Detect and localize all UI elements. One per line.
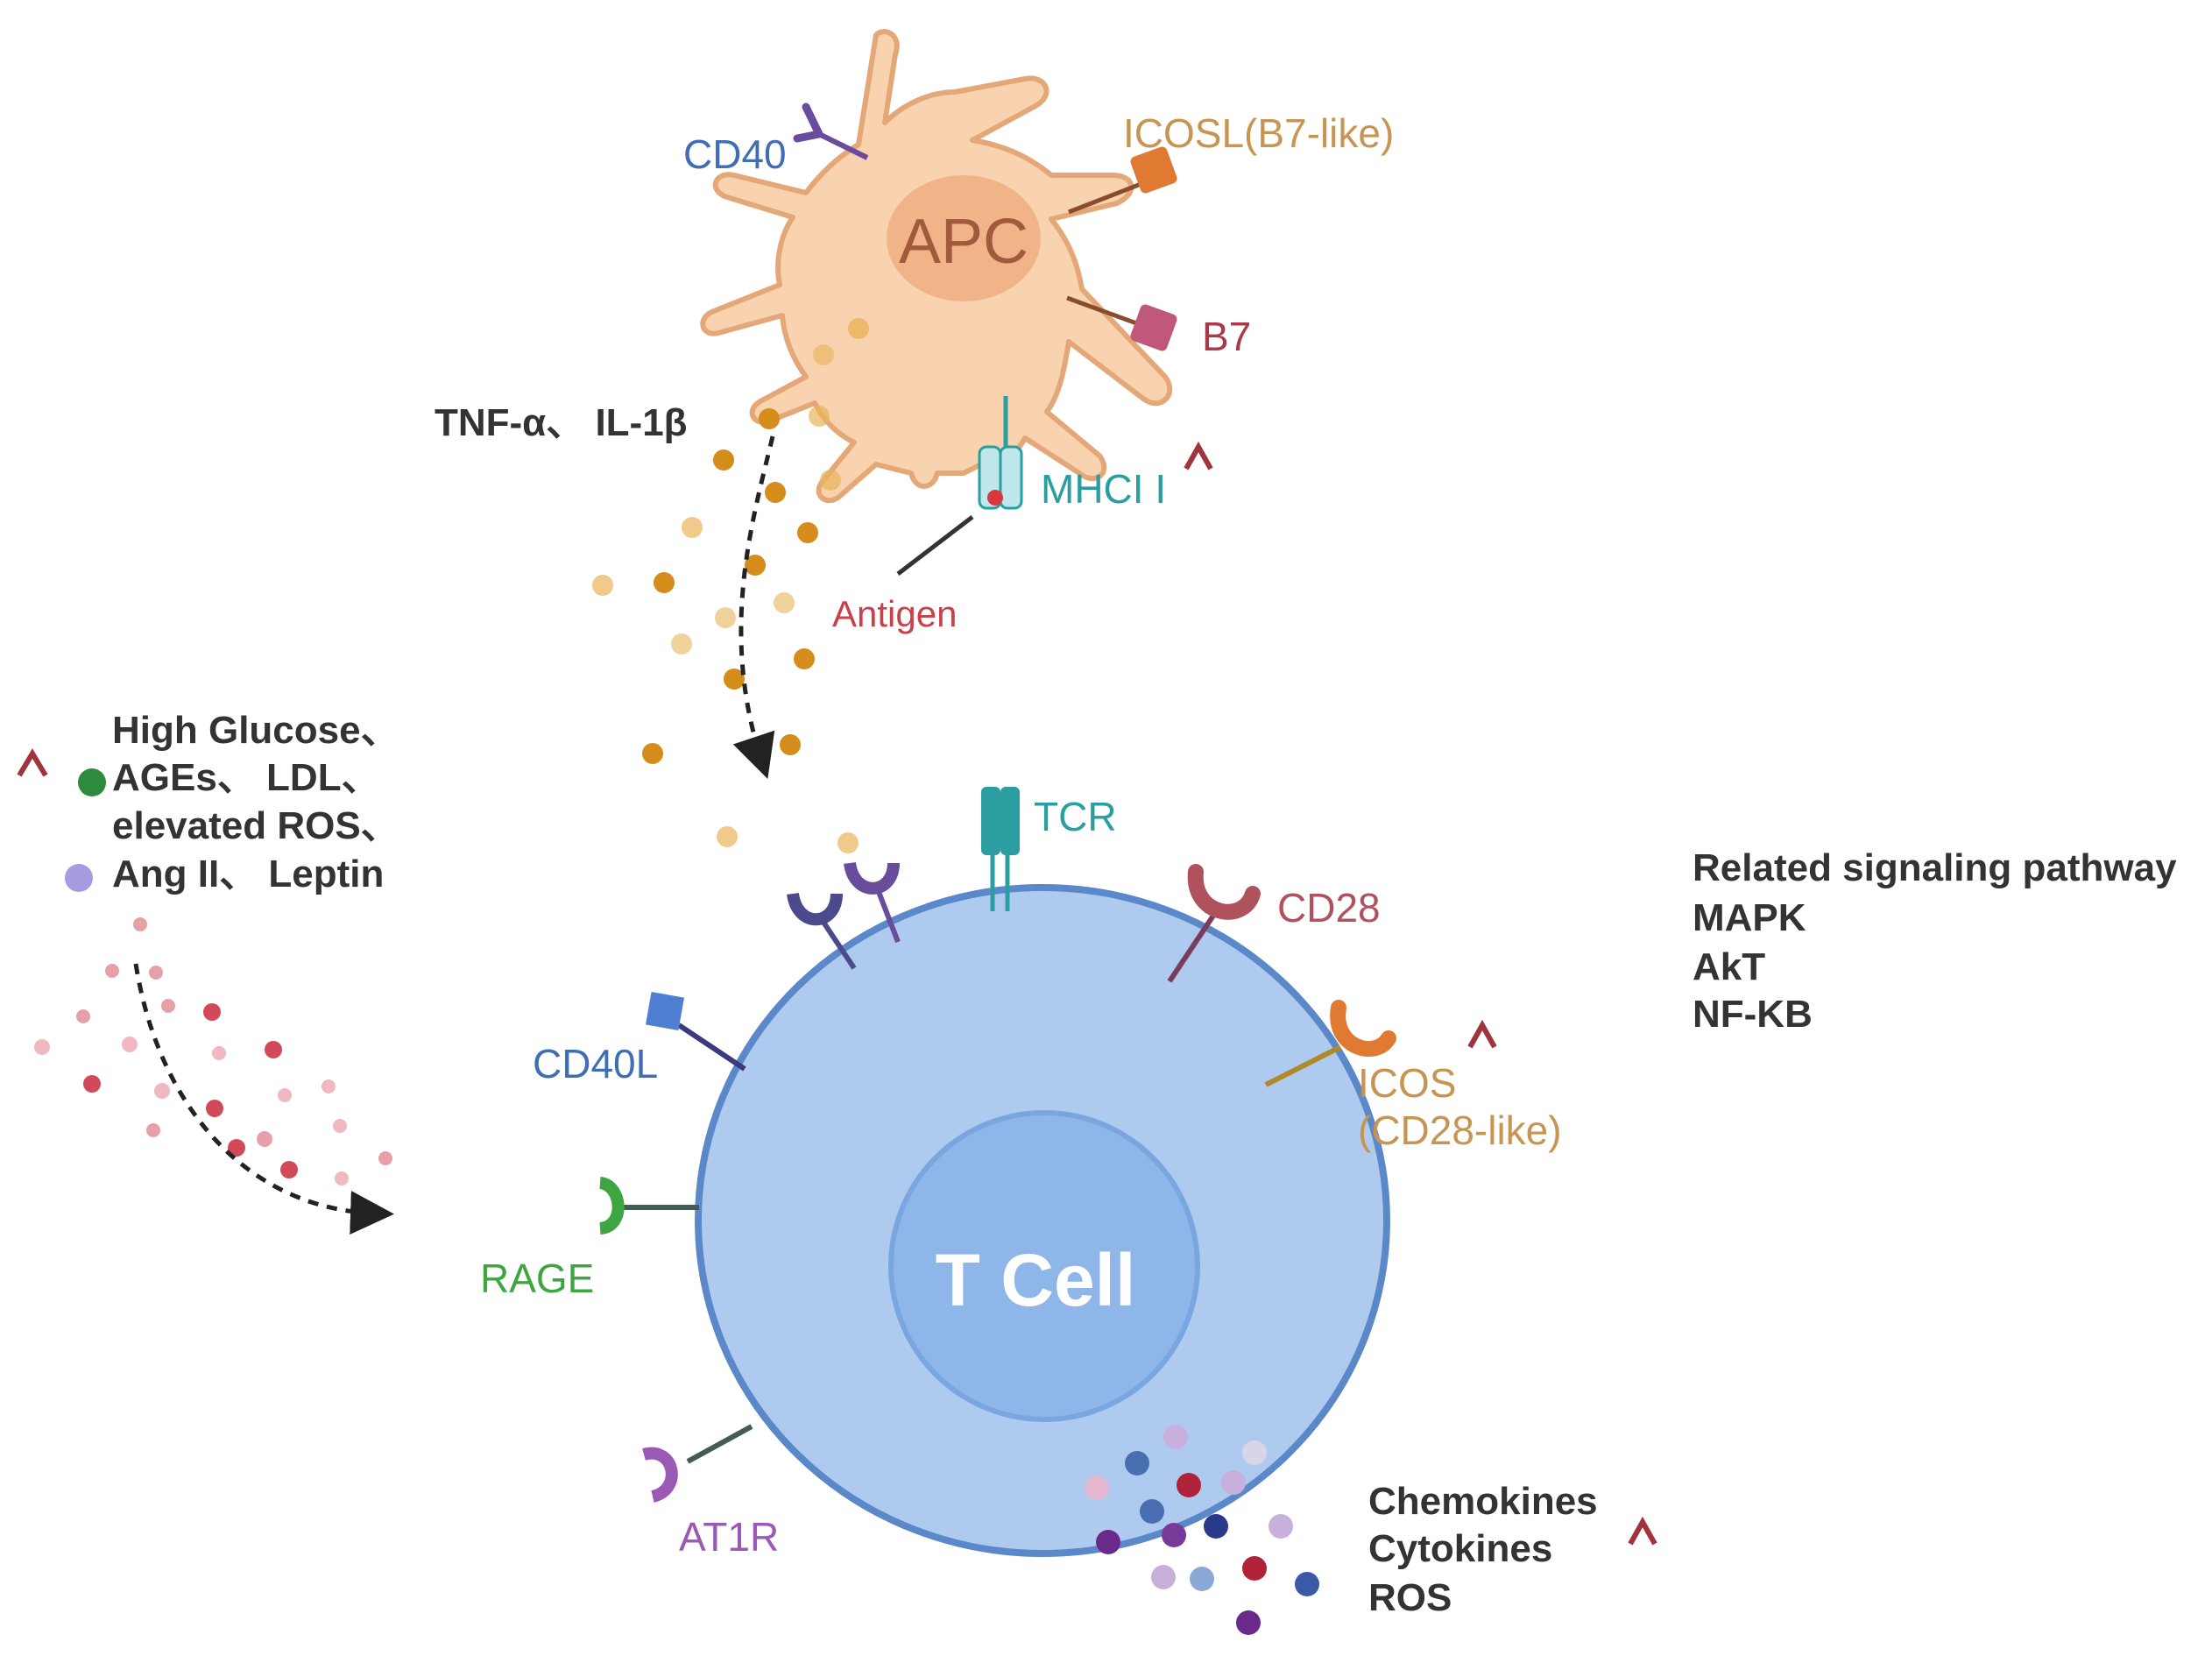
- risk-factor-line4: Ang II、 Leptin: [112, 853, 384, 895]
- pathway-item-2: NF-KB: [1693, 993, 1813, 1036]
- cytokine-flow-arrow: [732, 435, 775, 779]
- cd28-receptor: [1167, 864, 1261, 983]
- antigen-pointer: [896, 515, 974, 576]
- outputs-up-arrow: [1628, 1516, 1657, 1602]
- purple-molecule-icon: [65, 864, 93, 892]
- tcell-label: T Cell: [936, 1239, 1136, 1321]
- risk-up-arrow: [17, 748, 48, 889]
- at1r-label: AT1R: [679, 1514, 779, 1560]
- tcell-nucleus: [888, 1110, 1200, 1422]
- cytokine-particles: [592, 318, 869, 853]
- risk-particles: [34, 917, 392, 1185]
- apc-nucleus: [887, 175, 1041, 301]
- mhc-receptor: [978, 396, 1023, 510]
- risk-factor-line3: elevated ROS、: [112, 804, 399, 847]
- risk-flow-arrow: [133, 963, 394, 1235]
- output-particles: [1085, 1425, 1319, 1635]
- mhc-label: MHCI I: [1041, 466, 1166, 512]
- pathway-title: Related signaling pathway: [1693, 846, 2177, 889]
- green-molecule-icon: [78, 768, 106, 796]
- risk-factor-line2: AGEs、 LDL、: [112, 756, 380, 799]
- apc-label: APC: [899, 207, 1028, 277]
- tcr-receptor: [981, 787, 1020, 911]
- rage-label: RAGE: [480, 1256, 594, 1301]
- apc-cell: APC: [700, 29, 1173, 504]
- antigen-label: Antigen: [832, 593, 957, 634]
- cd40-binding-receptor-1: [787, 892, 857, 970]
- output-item-0: Chemokines: [1368, 1480, 1598, 1523]
- rage-receptor: [598, 1177, 699, 1235]
- tcr-label: TCR: [1034, 794, 1117, 839]
- mhc-up-arrow: [1184, 441, 1213, 530]
- risk-factor-line1: High Glucose、: [112, 709, 399, 752]
- at1r-receptor: [642, 1424, 753, 1503]
- pathway-item-0: MAPK: [1693, 896, 1806, 939]
- b7-label: B7: [1202, 314, 1251, 359]
- cd40l-receptor: [645, 991, 746, 1072]
- cd40-label: CD40: [683, 131, 787, 177]
- icosl-label: ICOSL(B7-like): [1123, 110, 1394, 156]
- t-cell: T Cell: [695, 884, 1390, 1557]
- cd28-label: CD28: [1277, 885, 1381, 931]
- b7-receptor: [1066, 295, 1177, 351]
- cd40l-label: CD40L: [533, 1041, 658, 1086]
- output-item-1: Cytokines: [1368, 1527, 1552, 1570]
- antigen-peptide: [987, 490, 1003, 506]
- icos-label-line1: ICOS: [1358, 1060, 1456, 1106]
- icos-up-arrow: [1467, 1019, 1497, 1106]
- cd40-binding-receptor-2: [844, 861, 901, 944]
- cytokines-label: TNF-α、 IL-1β: [435, 401, 688, 444]
- output-item-2: ROS: [1368, 1576, 1452, 1619]
- pathway-item-1: AkT: [1693, 945, 1765, 988]
- icos-label-line2: (CD28-like): [1358, 1107, 1562, 1153]
- icos-receptor: [1264, 1000, 1396, 1087]
- cd40-receptor: [793, 103, 869, 160]
- icosl-receptor: [1068, 146, 1177, 215]
